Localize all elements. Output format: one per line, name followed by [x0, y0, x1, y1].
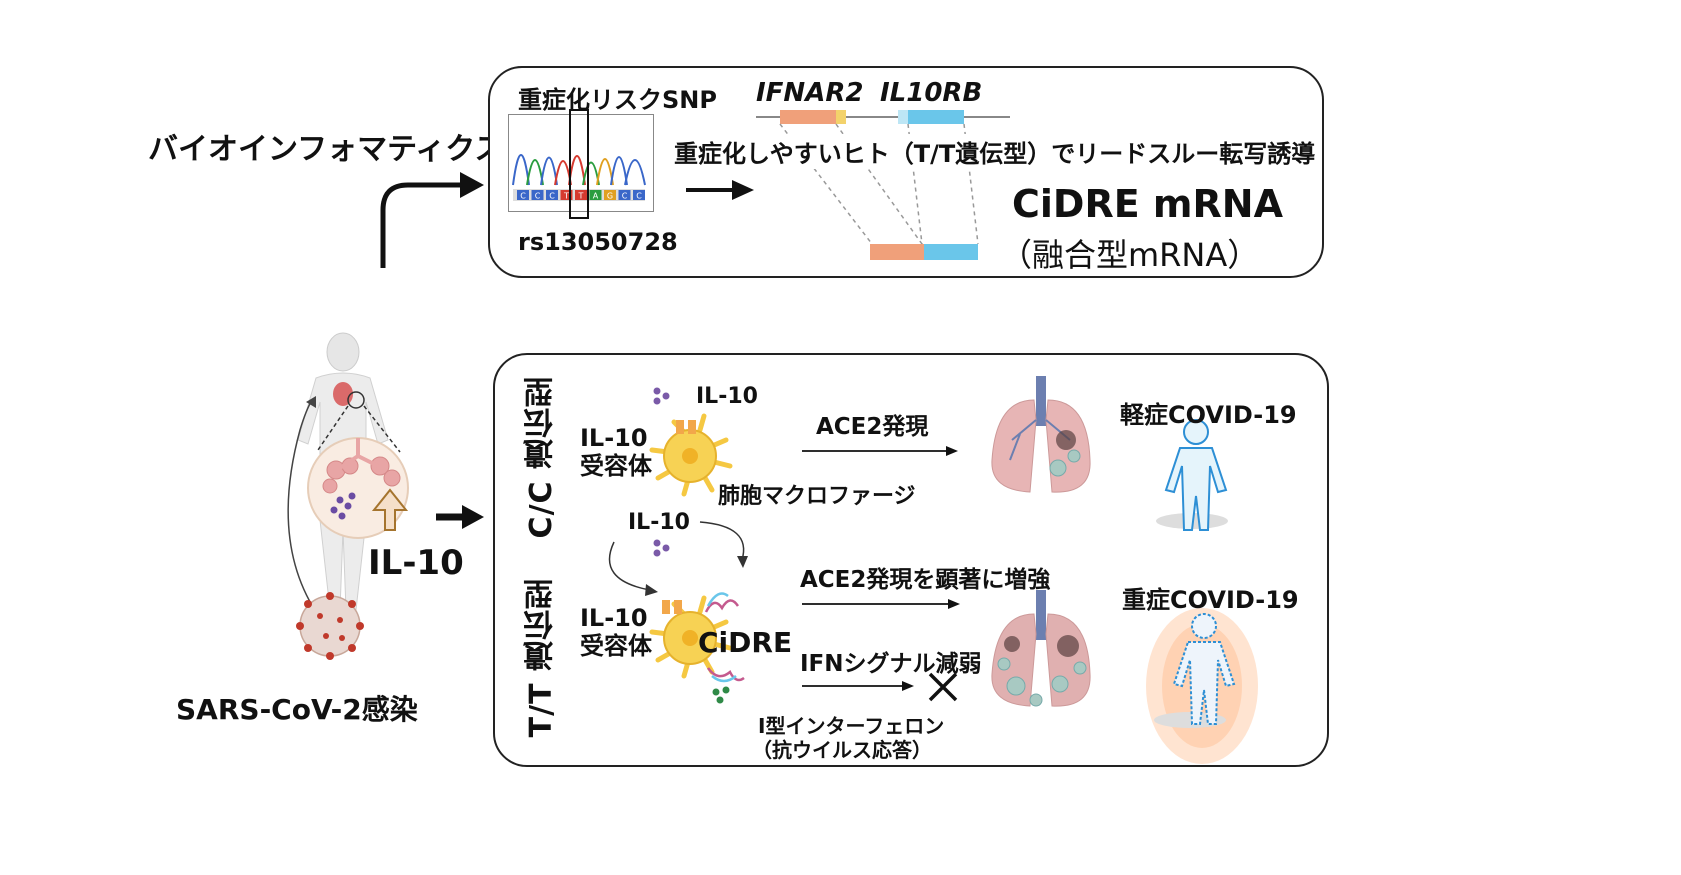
mild-person-figure	[1156, 419, 1228, 531]
base-cell	[604, 190, 616, 200]
snp-title: 重症化リスクSNP	[518, 86, 717, 114]
cidre-label: CiDRE	[698, 626, 793, 659]
base-cell	[517, 190, 529, 200]
ace2-expression-label: ACE2発現	[816, 414, 929, 440]
severe-covid-label: 重症COVID-19	[1122, 586, 1299, 614]
lungs-tt	[991, 590, 1091, 707]
macrophage-cc	[649, 413, 733, 497]
ifn-signal-label: IFNシグナル減弱	[800, 651, 982, 677]
base-letter: C	[549, 192, 555, 201]
base-letter: C	[636, 192, 642, 201]
receptor-line1-b: IL-10	[580, 604, 648, 632]
lungs-cc	[991, 376, 1091, 493]
antiviral-label: （抗ウイルス応答）	[752, 738, 932, 762]
base-letter: G	[607, 192, 613, 201]
il10-label-mid: IL-10	[628, 510, 690, 535]
base-letter: T	[578, 192, 584, 201]
base-cell	[589, 190, 602, 200]
il10-label-top: IL-10	[696, 384, 758, 409]
bioinformatics-label: バイオインフォマティクス	[148, 132, 505, 167]
cidre-mrna-subtitle: （融合型mRNA）	[1000, 236, 1260, 274]
base-cell	[546, 190, 558, 200]
base-cell	[633, 190, 645, 200]
il10-receptor-label-top: IL-10 受容体	[580, 424, 652, 480]
base-cell	[531, 190, 544, 200]
base-cell	[618, 190, 631, 200]
cidre-mrna-title: CiDRE mRNA	[1012, 182, 1283, 226]
transcription-note: 重症化しやすいヒト（T/T遺伝型）でリードスルー転写誘導	[672, 134, 1318, 169]
base-letter: C	[520, 192, 526, 201]
snp-id: rs13050728	[518, 228, 678, 256]
receptor-line1: IL-10	[580, 424, 648, 452]
snp-highlight-box	[569, 109, 589, 219]
ace2-enhanced-label: ACE2発現を顕著に増強	[800, 567, 1051, 593]
severe-person-figure	[1146, 608, 1258, 764]
il10-main-label: IL-10	[368, 543, 464, 583]
infection-label: SARS-CoV-2感染	[176, 693, 418, 726]
base-letter: T	[563, 192, 569, 201]
macrophage-tt	[649, 592, 745, 683]
base-cell	[560, 190, 573, 200]
base-letter: C	[535, 192, 541, 201]
base-letter: C	[622, 192, 628, 201]
base-cell	[575, 190, 587, 200]
base-letter: A	[593, 192, 599, 201]
receptor-line2: 受容体	[580, 452, 652, 480]
receptor-line2-b: 受容体	[580, 632, 652, 660]
il10-receptor-label-bottom: IL-10 受容体	[580, 604, 652, 660]
gene-il10rb-label: IL10RB	[880, 78, 983, 108]
macrophage-label: 肺胞マクロファージ	[718, 484, 916, 509]
gene-ifnar2-label: IFNAR2	[756, 78, 864, 108]
type1-ifn-label: I型インターフェロン	[758, 714, 945, 738]
mild-covid-label: 軽症COVID-19	[1120, 401, 1297, 429]
